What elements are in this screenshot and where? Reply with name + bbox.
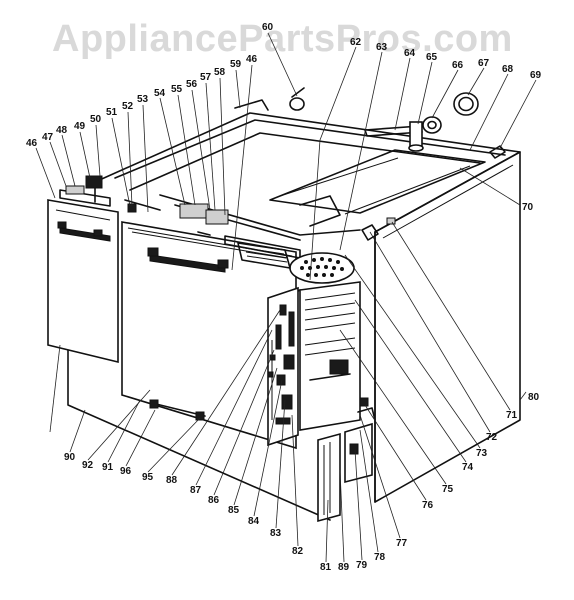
callout-83: 83 xyxy=(270,528,282,539)
interior-cabinet xyxy=(295,281,361,431)
callout-63: 63 xyxy=(376,42,388,53)
callout-56: 56 xyxy=(186,79,198,90)
callout-65: 65 xyxy=(426,52,438,63)
spray-arm-assembly xyxy=(237,242,355,284)
callout-86: 86 xyxy=(208,495,220,506)
right-side-panel xyxy=(361,151,521,503)
callout-77: 77 xyxy=(396,538,408,549)
side-door-panel xyxy=(47,175,119,364)
callout-74: 74 xyxy=(462,462,474,473)
callout-labels: 46 47 48 49 50 51 52 53 54 55 56 57 58 5… xyxy=(26,22,542,573)
callout-51: 51 xyxy=(106,107,118,118)
control-panel xyxy=(267,286,299,447)
callout-92: 92 xyxy=(82,460,94,471)
callout-95: 95 xyxy=(142,472,154,483)
callout-88: 88 xyxy=(166,475,178,486)
callout-53: 53 xyxy=(137,94,149,105)
callout-62: 62 xyxy=(350,37,362,48)
callout-73: 73 xyxy=(476,448,488,459)
callout-89: 89 xyxy=(338,562,350,573)
callout-87: 87 xyxy=(190,485,202,496)
callout-85: 85 xyxy=(228,505,240,516)
lower-panel xyxy=(149,397,376,523)
callout-64: 64 xyxy=(404,48,416,59)
callout-75: 75 xyxy=(442,484,454,495)
callout-84: 84 xyxy=(248,516,260,527)
callout-58: 58 xyxy=(214,67,226,78)
leader-lines xyxy=(35,32,537,563)
top-frame xyxy=(94,99,521,233)
drain-fittings xyxy=(289,87,506,159)
callout-46-inner: 46 xyxy=(246,54,258,65)
callout-67: 67 xyxy=(478,58,490,69)
callout-76: 76 xyxy=(422,500,434,511)
callout-70: 70 xyxy=(522,202,534,213)
callout-48: 48 xyxy=(56,125,68,136)
callout-59: 59 xyxy=(230,59,242,70)
callout-47: 47 xyxy=(42,132,54,143)
callout-82: 82 xyxy=(292,546,304,557)
callout-96: 96 xyxy=(120,466,132,477)
callout-55: 55 xyxy=(171,84,183,95)
watermark: AppliancePartsPros.com xyxy=(52,18,513,60)
callout-49: 49 xyxy=(74,121,86,132)
callout-60: 60 xyxy=(262,22,274,33)
callout-54: 54 xyxy=(154,88,166,99)
callout-81-lower: 81 xyxy=(320,562,332,573)
callout-69: 69 xyxy=(530,70,542,81)
clip-60-icon xyxy=(289,97,305,111)
callout-80: 80 xyxy=(528,392,540,403)
callout-68: 68 xyxy=(502,64,514,75)
interior-trim xyxy=(124,194,361,259)
callout-71: 71 xyxy=(506,410,518,421)
callout-78: 78 xyxy=(374,552,386,563)
callout-79: 79 xyxy=(356,560,368,571)
callout-66: 66 xyxy=(452,60,464,71)
callout-57: 57 xyxy=(200,72,212,83)
callout-50: 50 xyxy=(90,114,102,125)
callout-90: 90 xyxy=(64,452,76,463)
callout-72: 72 xyxy=(486,432,498,443)
callout-46-side-door: 46 xyxy=(26,138,38,149)
callout-52: 52 xyxy=(122,101,134,112)
callout-91: 91 xyxy=(102,462,114,473)
